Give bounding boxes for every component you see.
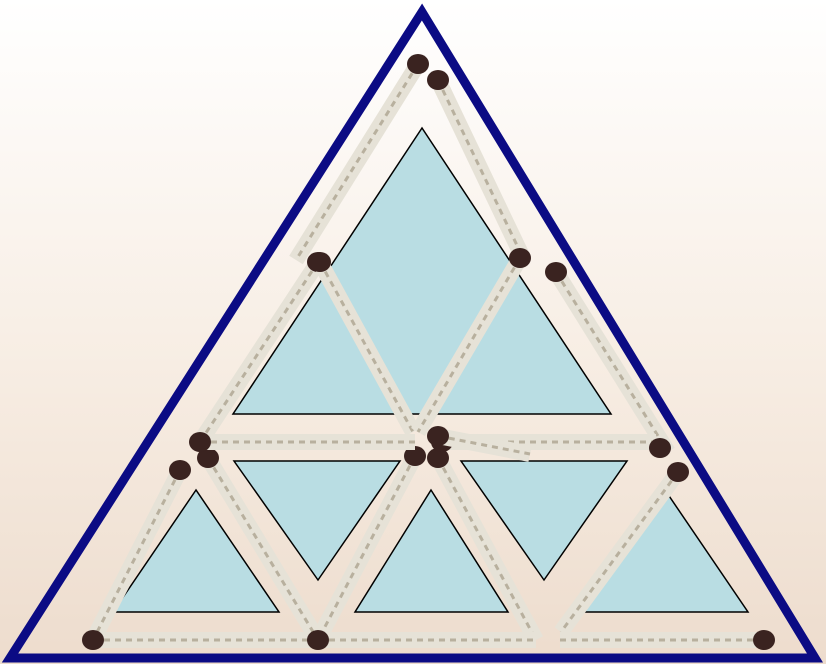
match-head [189, 432, 211, 452]
match-head [427, 70, 449, 90]
match-head [753, 630, 775, 650]
match-head [509, 248, 531, 268]
match-head [309, 252, 331, 272]
match-head [667, 462, 689, 482]
match-head [649, 438, 671, 458]
triangle-panels [113, 128, 748, 612]
match-head [545, 262, 567, 282]
matchstick [649, 438, 671, 458]
match-head [427, 426, 449, 446]
match-head [82, 630, 104, 650]
match-head [169, 460, 191, 480]
matchstick [82, 630, 318, 650]
matchstick [307, 630, 536, 650]
matchstick [189, 432, 415, 452]
match-head [307, 630, 329, 650]
match-head [407, 54, 429, 74]
matchstick [560, 630, 775, 650]
